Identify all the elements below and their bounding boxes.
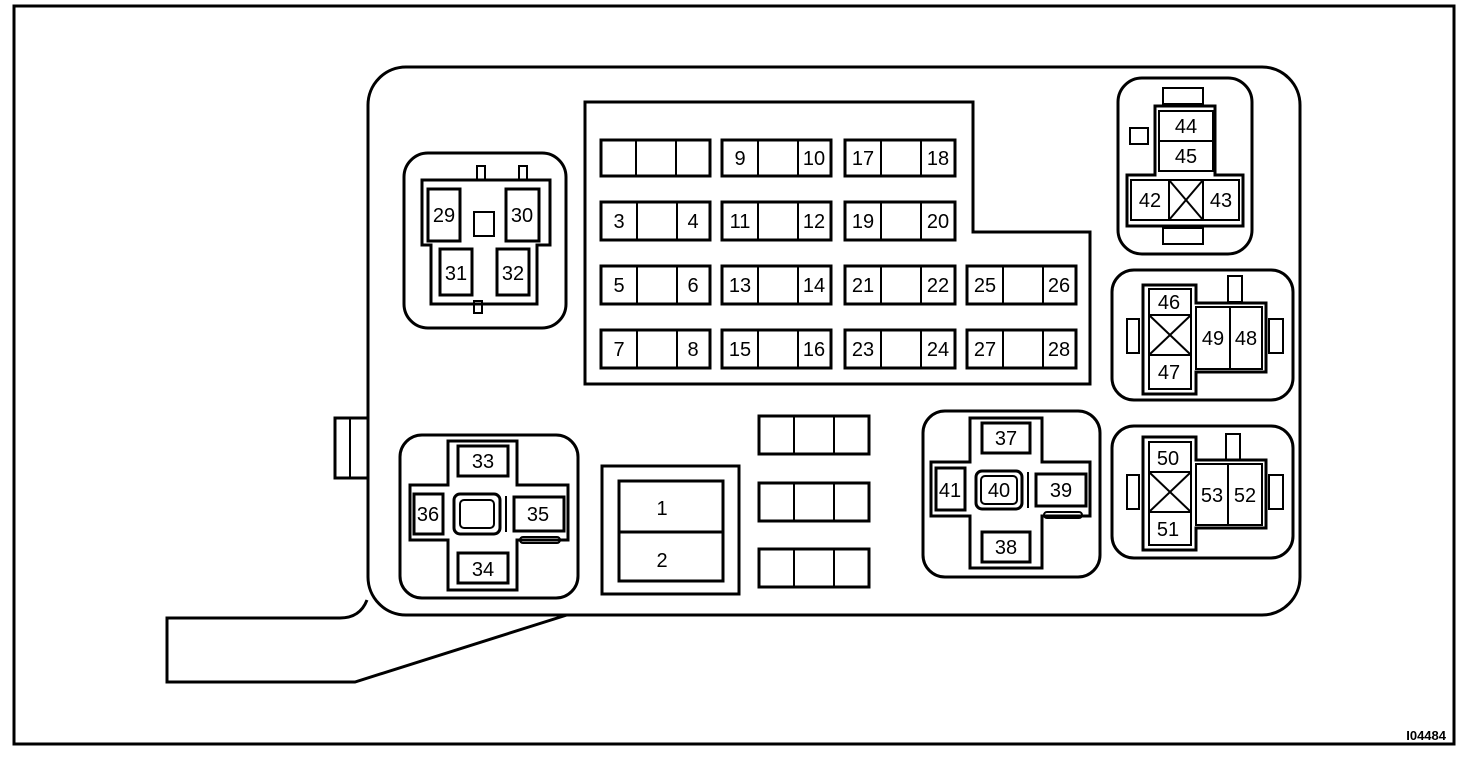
fuse-3: 3	[613, 211, 624, 233]
fuse-20: 20	[927, 211, 949, 233]
fuse-5: 5	[613, 275, 624, 297]
terminal-39: 39	[1050, 480, 1072, 502]
relay-d: 42 43 44 45	[1116, 76, 1254, 256]
fuse-panel	[583, 100, 1092, 386]
fuse-9: 9	[734, 148, 745, 170]
fuse-group: 21 22	[843, 264, 957, 306]
fuse-10: 10	[803, 148, 825, 170]
relay-f: 50 51 52 53	[1110, 424, 1295, 560]
terminal-43: 43	[1210, 190, 1232, 212]
fuse-6: 6	[687, 275, 698, 297]
fuse-19: 19	[852, 211, 874, 233]
relay-a: 29 30 31 32	[402, 151, 568, 330]
terminal-37: 37	[995, 428, 1017, 450]
fusible-link-2: 2	[656, 550, 667, 572]
terminal-48: 48	[1235, 328, 1257, 350]
figure-frame	[12, 4, 1456, 746]
terminal-46: 46	[1158, 292, 1180, 314]
fuse-12: 12	[803, 211, 825, 233]
terminal-35: 35	[527, 504, 549, 526]
terminal-52: 52	[1234, 485, 1256, 507]
spare-fuse-group	[599, 138, 712, 178]
terminal-49: 49	[1202, 328, 1224, 350]
fuse-22: 22	[927, 275, 949, 297]
terminal-29: 29	[433, 205, 455, 227]
fuse-13: 13	[729, 275, 751, 297]
relay-e: 46 47 48 49	[1110, 268, 1295, 402]
terminal-31: 31	[445, 263, 467, 285]
terminal-32: 32	[502, 263, 524, 285]
fuse-group: 25 26	[965, 264, 1078, 306]
fuse-group: 13 14	[720, 264, 833, 306]
fuse-16: 16	[803, 339, 825, 361]
fuse-group: 11 12	[720, 200, 833, 242]
fuse-21: 21	[852, 275, 874, 297]
fuse-7: 7	[613, 339, 624, 361]
figure-code: I04484	[1406, 728, 1447, 743]
spare-fuse-blocks	[757, 414, 871, 589]
terminal-33: 33	[472, 451, 494, 473]
terminal-38: 38	[995, 537, 1017, 559]
fuse-15: 15	[729, 339, 751, 361]
fuse-4: 4	[687, 211, 698, 233]
fuse-11: 11	[730, 211, 751, 233]
terminal-44: 44	[1175, 116, 1197, 138]
relay-c: 37 38 39 40 41	[921, 409, 1102, 579]
terminal-30: 30	[511, 205, 533, 227]
terminal-41: 41	[939, 480, 961, 502]
terminal-51: 51	[1157, 519, 1179, 541]
terminal-47: 47	[1158, 362, 1180, 384]
terminal-42: 42	[1139, 190, 1161, 212]
fuse-27: 27	[974, 339, 996, 361]
fuse-14: 14	[803, 275, 825, 297]
fuse-28: 28	[1048, 339, 1070, 361]
terminal-53: 53	[1201, 485, 1223, 507]
fuse-18: 18	[927, 148, 949, 170]
relay-b: 33 34 35 36	[398, 433, 580, 600]
fuse-17: 17	[852, 148, 874, 170]
fuse-group: 23 24	[843, 328, 957, 370]
terminal-50: 50	[1157, 448, 1179, 470]
terminal-34: 34	[472, 559, 494, 581]
fuse-26: 26	[1048, 275, 1070, 297]
mounting-bracket	[165, 599, 571, 684]
fuse-24: 24	[927, 339, 949, 361]
fuse-group: 27 28	[965, 328, 1078, 370]
fuse-23: 23	[852, 339, 874, 361]
fusible-link-1: 1	[656, 498, 667, 520]
terminal-36: 36	[417, 504, 439, 526]
terminal-45: 45	[1175, 146, 1197, 168]
terminal-40: 40	[988, 480, 1010, 502]
fuse-8: 8	[687, 339, 698, 361]
fuse-25: 25	[974, 275, 996, 297]
side-tab	[333, 416, 370, 480]
fuse-group: 9 10	[720, 138, 833, 178]
fusible-link-block: 1 2	[600, 464, 741, 596]
